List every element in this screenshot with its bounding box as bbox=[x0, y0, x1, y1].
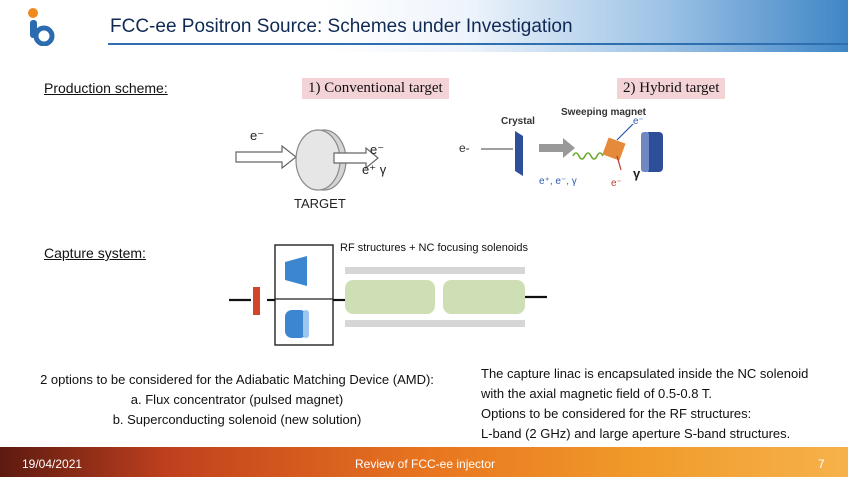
linac-line-4: L-band (2 GHz) and large aperture S-band… bbox=[481, 426, 791, 441]
rf-structure-2 bbox=[443, 280, 525, 314]
photon-beam-arrow bbox=[539, 138, 575, 158]
rf-structures-label: RF structures + NC focusing solenoids bbox=[340, 242, 528, 254]
solenoid-bar-top-1 bbox=[345, 267, 455, 274]
footer-date: 19/04/2021 bbox=[22, 457, 83, 471]
mixed-particles-text: e⁺, e⁻, γ bbox=[539, 176, 577, 187]
page-title: FCC-ee Positron Source: Schemes under In… bbox=[110, 16, 573, 37]
sweeping-magnet-block bbox=[602, 137, 626, 161]
capture-system-label: Capture system: bbox=[44, 245, 146, 261]
amd-line-3: b. Superconducting solenoid (new solutio… bbox=[112, 412, 362, 427]
photon-wave bbox=[572, 152, 604, 160]
gamma-text: γ bbox=[633, 166, 641, 181]
linac-line-3: Options to be considered for the RF stru… bbox=[481, 406, 752, 421]
linac-line-1: The capture linac is encapsulated inside… bbox=[481, 366, 809, 381]
solenoid-bar-bottom-2 bbox=[443, 320, 525, 327]
amd-options-text: 2 options to be considered for the Adiab… bbox=[12, 370, 462, 430]
page-number: 7 bbox=[818, 457, 825, 471]
solenoid-bar-top-2 bbox=[443, 267, 525, 274]
target-text: TARGET bbox=[294, 196, 346, 211]
sweeping-magnet-text: Sweeping magnet bbox=[561, 107, 647, 118]
target-marker bbox=[253, 287, 260, 315]
incoming-electron-text: e⁻ bbox=[250, 128, 264, 143]
amd-line-1: 2 options to be considered for the Adiab… bbox=[40, 372, 434, 387]
incoming-e-text: e- bbox=[459, 141, 470, 155]
crystal-text: Crystal bbox=[501, 116, 535, 127]
outgoing-positron-text: e⁺ γ bbox=[362, 162, 387, 177]
converter-target bbox=[645, 132, 663, 172]
deflected-electron-text: e⁻ bbox=[633, 116, 644, 127]
outgoing-beam-arrow bbox=[333, 146, 379, 170]
hybrid-target-diagram: Crystal Sweeping magnet e- e⁻ γ e⁺, e⁻, … bbox=[459, 107, 663, 189]
linac-line-2: with the axial magnetic field of 0.5-0.8… bbox=[481, 386, 712, 401]
crystal-block bbox=[515, 131, 523, 176]
outgoing-electron-text: e⁻ bbox=[370, 142, 384, 157]
header-divider bbox=[108, 43, 848, 45]
deflected-electron-down-text: e⁻ bbox=[611, 178, 622, 189]
sc-solenoid-shape bbox=[285, 310, 307, 338]
conventional-target-label: 1) Conventional target bbox=[302, 78, 449, 99]
production-scheme-label: Production scheme: bbox=[44, 80, 168, 96]
solenoid-bar-bottom-1 bbox=[345, 320, 455, 327]
rf-structure-1 bbox=[345, 280, 435, 314]
footer-bar bbox=[0, 447, 848, 477]
conventional-target-diagram: e⁻ e⁻ e⁺ γ TARGET bbox=[235, 128, 387, 211]
flux-concentrator-shape bbox=[285, 256, 307, 286]
footer-title: Review of FCC-ee injector bbox=[355, 457, 496, 471]
hybrid-target-label: 2) Hybrid target bbox=[617, 78, 726, 99]
incoming-beam-arrow bbox=[235, 144, 297, 170]
capture-system-diagram bbox=[229, 244, 547, 346]
capture-linac-text: The capture linac is encapsulated inside… bbox=[481, 364, 808, 444]
amd-line-2: a. Flux concentrator (pulsed magnet) bbox=[130, 392, 344, 407]
ijclab-logo-icon bbox=[28, 8, 55, 46]
